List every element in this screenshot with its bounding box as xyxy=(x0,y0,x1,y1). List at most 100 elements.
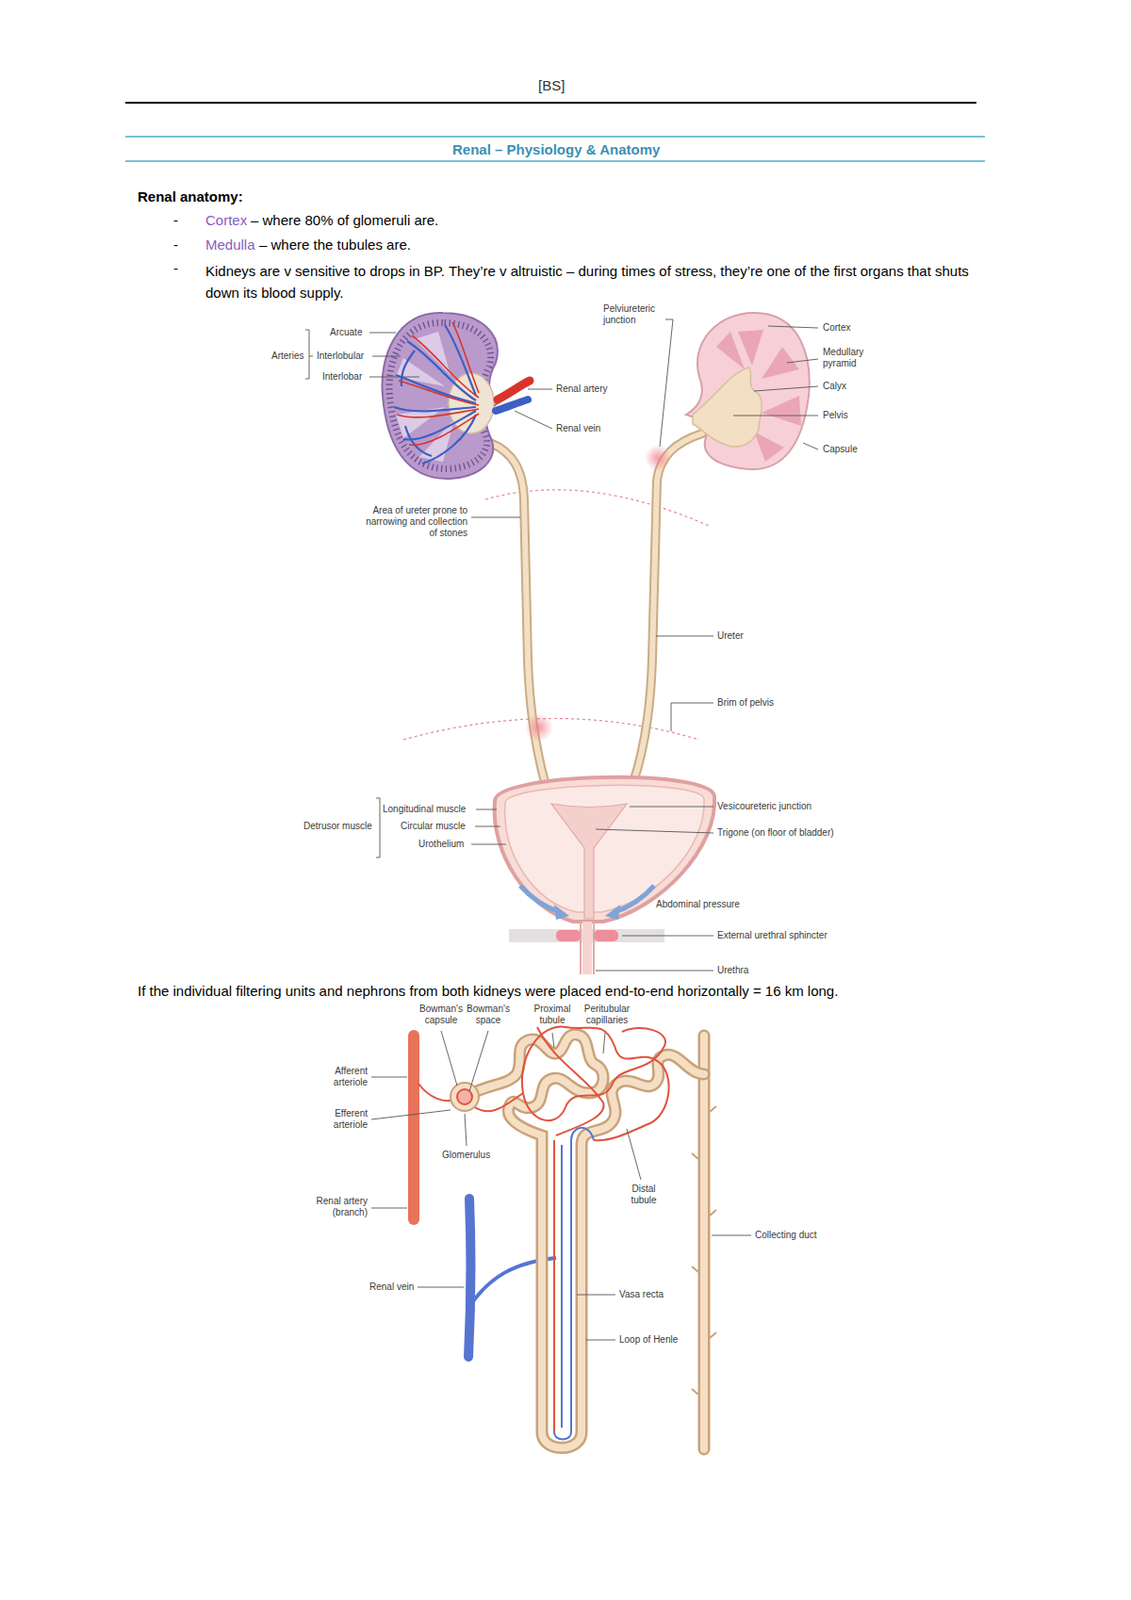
body-text: If the individual filtering units and ne… xyxy=(137,983,838,1000)
part-label: Peritubular capillaries xyxy=(577,1003,637,1027)
leader-line xyxy=(471,517,521,519)
part-label: Vesicoureteric junction xyxy=(717,801,812,813)
leader-line xyxy=(659,319,673,447)
nephron xyxy=(698,1035,711,1450)
highlight-glow xyxy=(644,444,672,472)
nephron xyxy=(554,1128,594,1441)
leader-line xyxy=(305,329,313,379)
pressure-arrow xyxy=(520,885,560,913)
leader-line xyxy=(786,359,819,363)
part-label: Arcuate xyxy=(329,327,362,339)
leader-line xyxy=(376,798,380,858)
part-label: Renal artery xyxy=(556,383,607,395)
header-rules xyxy=(125,135,985,138)
leader-line xyxy=(475,826,501,828)
nephron xyxy=(450,1082,479,1112)
kidney-vascular xyxy=(396,322,479,445)
part-label: Trigone (on floor of bladder) xyxy=(717,827,835,839)
part-label: Afferent arteriole xyxy=(318,1065,368,1089)
kidney-section xyxy=(754,431,785,462)
part-label: Bowman's capsule xyxy=(416,1003,466,1027)
nephron xyxy=(523,1028,666,1121)
kidney-section xyxy=(761,346,800,379)
kidney-vascular xyxy=(381,312,498,479)
leader-line xyxy=(514,410,553,429)
nephron xyxy=(560,1145,563,1428)
part-label: Renal vein xyxy=(556,423,601,435)
part-label: Cortex xyxy=(822,322,851,334)
bullet-mark: - xyxy=(173,236,179,254)
part-label: Calyx xyxy=(822,380,847,393)
leader-line xyxy=(475,809,497,811)
part-label: Pelviureteric junction xyxy=(603,303,664,327)
leader-line xyxy=(626,1129,641,1181)
part-label: Urethra xyxy=(717,965,749,977)
part-label: Ureter xyxy=(717,630,744,642)
kidney-section xyxy=(737,329,764,366)
highlight-glow xyxy=(524,444,672,742)
leader-line xyxy=(768,326,819,328)
kidney-vascular xyxy=(452,322,479,394)
leader-line xyxy=(711,1235,752,1237)
nephron xyxy=(691,1106,717,1395)
leader-line xyxy=(622,935,714,937)
bladder xyxy=(494,777,716,975)
level-guide xyxy=(403,490,709,740)
ureter xyxy=(490,433,703,783)
part-label: Longitudinal muscle xyxy=(382,803,466,816)
level-guide xyxy=(485,490,709,526)
nephron xyxy=(413,1027,717,1450)
bladder xyxy=(582,921,592,975)
nephron xyxy=(537,1027,605,1136)
leader-line xyxy=(371,1031,752,1341)
part-label: Circular muscle xyxy=(400,820,466,833)
part-label: Urothelium xyxy=(418,838,464,851)
leader-line xyxy=(371,1208,408,1210)
leader-line xyxy=(586,1340,616,1342)
bladder xyxy=(551,803,627,919)
part-label: Renal vein xyxy=(369,1281,414,1294)
nephron xyxy=(468,1198,471,1358)
kidney-vascular xyxy=(495,399,528,411)
kidney-section xyxy=(761,395,802,427)
part-label: Renal artery (branch) xyxy=(307,1196,368,1219)
term: Cortex xyxy=(205,212,247,230)
kidney-section xyxy=(686,312,810,470)
leader-line xyxy=(552,1032,555,1049)
body-text: Kidneys are v sensitive to drops in BP. … xyxy=(205,260,1002,305)
leader-line xyxy=(733,415,819,417)
bullet-mark: - xyxy=(173,212,179,230)
kidney-vascular xyxy=(389,323,492,470)
part-label: Capsule xyxy=(822,443,858,456)
term: Medulla xyxy=(205,236,256,254)
part-label: Proximal tubule xyxy=(527,1003,577,1027)
header-rules xyxy=(125,102,985,162)
part-label: Interlobar xyxy=(322,371,362,383)
nephron xyxy=(553,1140,556,1433)
part-label: Brim of pelvis xyxy=(717,697,774,709)
nephron xyxy=(408,1035,420,1220)
pressure-arrow xyxy=(614,885,655,913)
part-label: Pelvis xyxy=(822,409,849,422)
nephron xyxy=(554,1128,594,1441)
highlight-glow xyxy=(524,713,554,742)
leader-line xyxy=(417,1287,464,1289)
leader-line xyxy=(603,1032,606,1054)
leader-line xyxy=(464,1114,467,1147)
nephron xyxy=(418,1027,670,1433)
leader-line xyxy=(595,829,714,834)
kidney-vascular xyxy=(381,312,530,479)
leader-line xyxy=(371,1077,408,1079)
leader-line xyxy=(655,636,714,638)
leader-line xyxy=(471,844,507,846)
part-label: Arteries xyxy=(271,350,304,362)
bladder xyxy=(580,921,594,975)
nephron xyxy=(476,1034,705,1449)
part-label: Collecting duct xyxy=(754,1229,818,1242)
kidney-section xyxy=(716,331,745,370)
leader-line xyxy=(629,806,714,808)
nephron xyxy=(457,1089,473,1105)
part-label: Glomerulus xyxy=(442,1149,491,1162)
ureter xyxy=(633,433,703,783)
